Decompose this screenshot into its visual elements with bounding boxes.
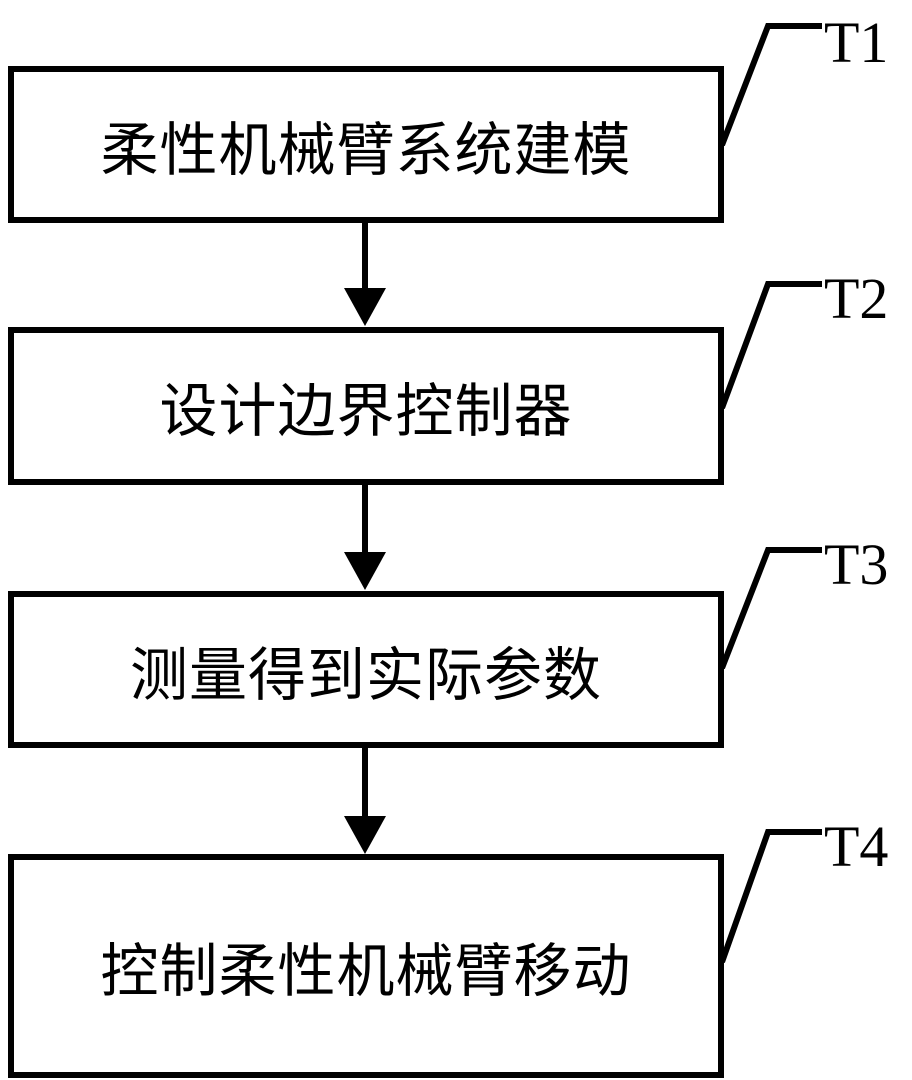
tag-t1: T1 [824, 10, 889, 75]
step-label-4: 控制柔性机械臂移动 [100, 937, 632, 1005]
leader-line-3 [719, 547, 822, 670]
arrow-3-to-4 [344, 748, 386, 854]
leader-line-4 [719, 829, 822, 964]
tag-t3: T3 [824, 532, 889, 597]
step-label-2: 设计边界控制器 [159, 377, 573, 445]
step-label-1: 柔性机械臂系统建模 [100, 115, 632, 184]
step-box-1: 柔性机械臂系统建模 [8, 66, 724, 223]
leader-line-2 [719, 281, 822, 410]
step-box-4: 控制柔性机械臂移动 [8, 854, 724, 1078]
leader-line-1 [719, 23, 822, 147]
arrow-1-to-2 [344, 223, 386, 326]
arrow-2-to-3 [344, 485, 386, 590]
tag-t2: T2 [824, 266, 889, 331]
step-box-2: 设计边界控制器 [8, 327, 724, 485]
tag-t4: T4 [824, 814, 889, 879]
step-box-3: 测量得到实际参数 [8, 591, 724, 748]
step-label-3: 测量得到实际参数 [129, 640, 602, 709]
